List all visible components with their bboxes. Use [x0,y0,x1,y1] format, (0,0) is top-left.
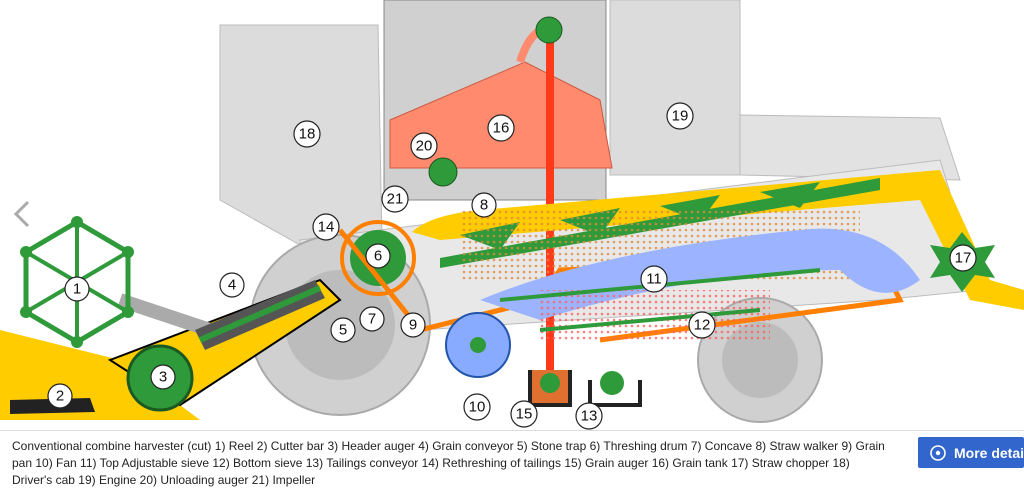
combine-harvester-diagram: 1 2 3 4 5 6 7 8 9 10 11 12 13 14 15 16 1… [0,0,1024,430]
svg-text:18: 18 [299,126,316,143]
label-19: 19 [666,102,694,130]
chevron-left-icon[interactable] [8,198,36,230]
label-6: 6 [365,243,391,269]
label-17: 17 [949,244,977,272]
info-hand-icon [930,444,946,461]
label-12: 12 [688,311,716,339]
more-details-label: More details [954,444,1024,461]
svg-text:10: 10 [469,399,486,416]
label-20: 20 [410,132,438,160]
label-10: 10 [463,393,491,421]
label-13: 13 [575,402,603,430]
svg-text:9: 9 [409,317,417,334]
svg-text:4: 4 [228,277,236,294]
label-14: 14 [312,213,340,241]
svg-text:16: 16 [493,120,510,137]
label-2: 2 [47,383,73,409]
label-15: 15 [510,400,538,428]
fan [445,312,511,378]
label-5: 5 [330,317,356,343]
svg-text:15: 15 [516,406,533,423]
svg-text:5: 5 [339,322,347,339]
svg-text:13: 13 [581,408,598,425]
svg-text:3: 3 [159,369,167,386]
svg-text:21: 21 [387,191,404,208]
svg-text:20: 20 [416,138,433,155]
lower-augers [528,370,642,407]
svg-text:11: 11 [646,271,662,288]
caption-bar: Conventional combine harvester (cut) 1) … [0,430,1024,491]
label-3: 3 [150,364,176,390]
svg-text:12: 12 [694,317,711,334]
sieves [480,228,920,340]
label-9: 9 [400,312,426,338]
label-4: 4 [219,272,245,298]
label-21: 21 [381,185,409,213]
label-16: 16 [487,114,515,142]
label-11: 11 [640,265,668,293]
svg-text:7: 7 [368,311,376,328]
svg-text:14: 14 [318,219,335,236]
image-caption: Conventional combine harvester (cut) 1) … [12,439,885,487]
svg-text:2: 2 [56,388,64,405]
label-1: 1 [64,276,90,302]
grain-conveyor [195,280,325,350]
label-18: 18 [293,120,321,148]
svg-text:8: 8 [480,197,488,214]
more-details-button[interactable]: More details [918,437,1024,468]
svg-text:17: 17 [955,250,972,267]
svg-text:6: 6 [374,248,382,265]
label-8: 8 [471,192,497,218]
svg-text:1: 1 [73,281,81,298]
svg-text:19: 19 [672,108,689,125]
label-7: 7 [359,306,385,332]
unloading-auger [428,157,458,187]
